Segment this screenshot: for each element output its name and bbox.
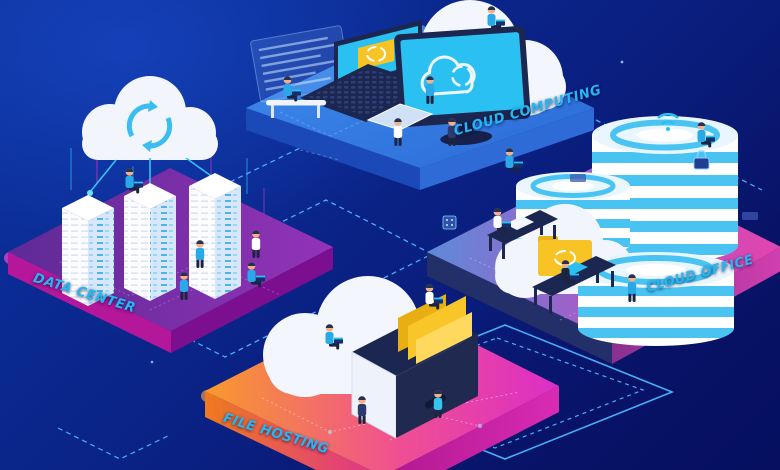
chip-icon-2 (742, 212, 758, 220)
lock-icon (693, 150, 710, 170)
office-desk-1 (487, 210, 558, 259)
code-panel (250, 25, 352, 103)
platform-cloud-office (427, 112, 780, 364)
platform-file-hosting (201, 276, 559, 470)
diamond-outline-dashed (350, 337, 645, 449)
grid-icon (442, 215, 457, 230)
folder-icon-drawer (398, 294, 472, 364)
server-tower-1 (62, 195, 114, 306)
platform-data-center (4, 76, 333, 353)
dc-front-right-face (171, 247, 333, 353)
of-front-left-face (427, 252, 612, 364)
file-drawer (351, 294, 478, 439)
cloud-sync-icon-monitor (420, 55, 476, 96)
cc-front-left-face (246, 108, 420, 190)
database-stack-back (592, 116, 738, 263)
monitor-screen (400, 32, 525, 117)
server-tower-3 (189, 173, 241, 299)
chip-icon (570, 174, 586, 182)
platform-cloud-computing (246, 0, 594, 190)
sync-icon (126, 100, 173, 152)
cc-front-right-face (420, 108, 594, 190)
work-bench (266, 100, 326, 118)
server-tower-2 (124, 183, 176, 301)
folder-icon-laptop (358, 39, 394, 70)
tablet (366, 103, 434, 131)
wifi-icon (657, 112, 679, 131)
database-stack-front (578, 252, 734, 346)
cloud-icon-datacenter (82, 76, 218, 160)
